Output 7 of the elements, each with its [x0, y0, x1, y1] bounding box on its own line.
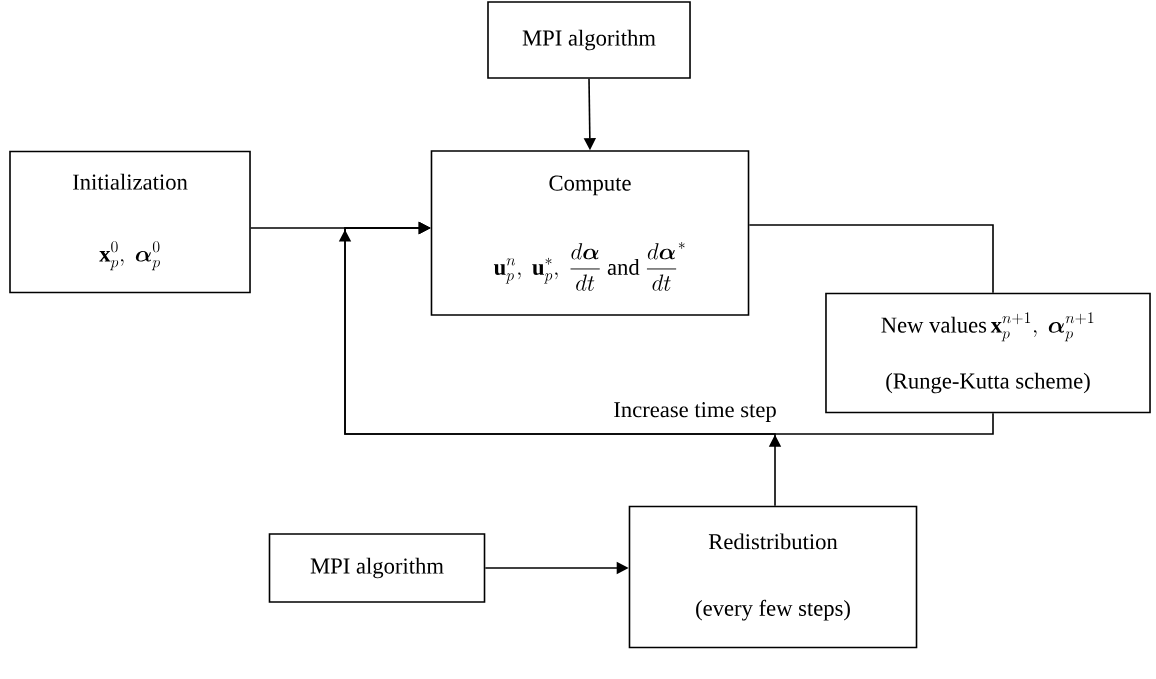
process-box: Initialization $\mathbf{x}_p^0,\ \boldsymbol{\alpha}_p^0$ — [9, 150, 251, 294]
edge-label: Increase time step — [612, 400, 779, 424]
process-box: MPI algorithm — [487, 1, 691, 79]
process-box: MPI algorithm — [268, 533, 486, 603]
process-box: Redistribution (every few steps) — [628, 505, 918, 649]
process-box: Compute $\mathbf{u}_p^n,\ \mathbf{u}_p^*,\ \frac{d\boldsymbol{\alpha}}{dt}\ \text{and}\ \frac{d\boldsymbol{\alpha}}{dt}^*$ — [430, 150, 750, 316]
process-box: New values $\mathbf{x}_p^{n+1},\ \boldsymbol{\alpha}_p^{n+1}$ (Runge-Kutta scheme) — [825, 292, 1151, 414]
